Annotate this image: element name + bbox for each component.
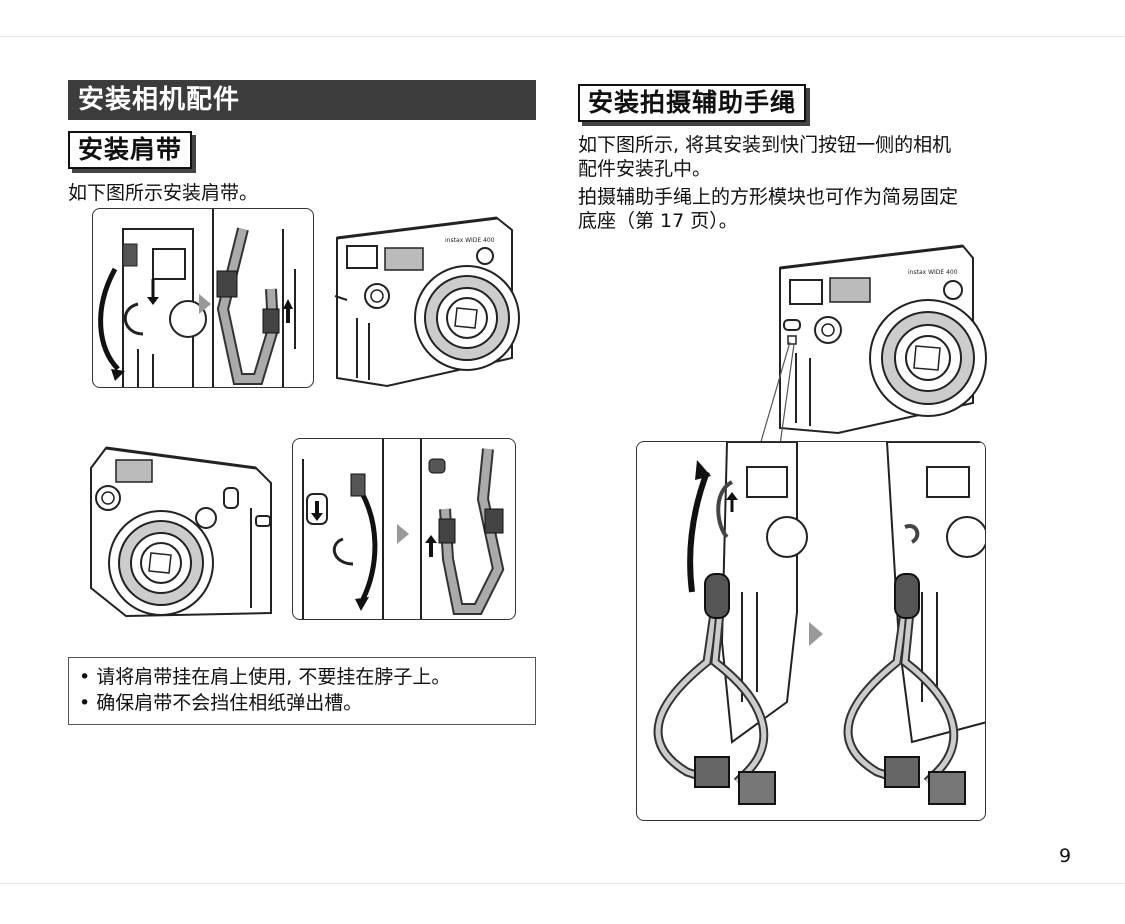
hand-strap-paragraph-2-line-2: 底座（第 17 页）。 [578,210,738,232]
callout-lines [759,341,795,446]
strap-attach-figure-2 [292,438,516,620]
hand-strap-paragraph-1-line-2: 配件安装孔中。 [578,158,712,180]
hand-strap-paragraph-1-line-1: 如下图所示, 将其安装到快门按钮一侧的相机 [578,134,952,156]
camera-illustration-right: instax WIDE 400 [768,238,988,438]
page-number: 9 [1059,845,1072,867]
camera-illustration-bottom [86,438,276,620]
camera-illustration-top: instax WIDE 400 [327,208,527,390]
page-border [0,36,1125,884]
hand-strap-title: 安装拍摄辅助手绳 [578,84,807,122]
strap-attach-figure-1 [92,208,314,388]
shoulder-strap-intro: 如下图所示安装肩带。 [68,182,259,204]
hand-strap-paragraph-2-line-1: 拍摄辅助手绳上的方形模块也可作为简易固定 [578,186,959,208]
hand-strap-attach-figure [636,441,986,821]
note-line-2: • 确保肩带不会挡住相纸弹出槽。 [79,692,363,714]
camera-model-label: instax WIDE 400 [445,237,495,244]
camera-model-label-right: instax WIDE 400 [908,269,958,276]
shoulder-strap-title: 安装肩带 [68,131,193,169]
section-title: 安装相机配件 [68,80,536,120]
strap-usage-notes: • 请将肩带挂在肩上使用, 不要挂在脖子上。 • 确保肩带不会挡住相纸弹出槽。 [68,657,536,725]
note-line-1: • 请将肩带挂在肩上使用, 不要挂在脖子上。 [79,666,451,688]
